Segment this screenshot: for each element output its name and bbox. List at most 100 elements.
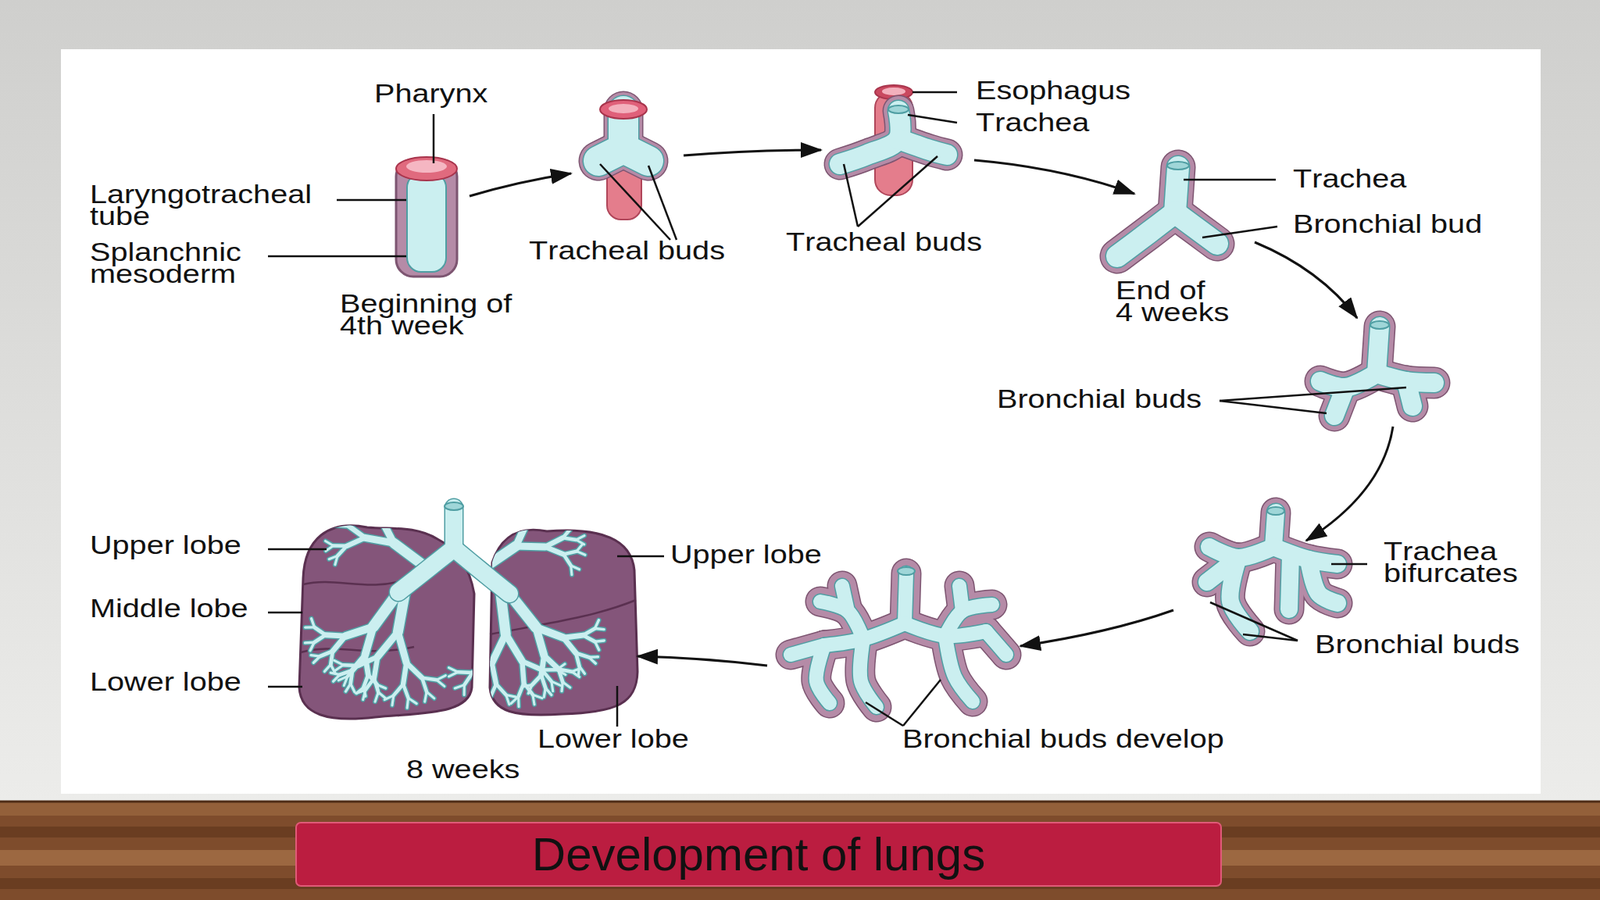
stage-illustration [1320,321,1435,416]
lung-fissure [300,646,415,653]
part-label: End of 4 weeks [1115,279,1231,324]
bronchus [407,697,408,708]
bronchus [538,480,541,490]
bronchus-edge [489,697,492,708]
bronchus-edge [563,637,576,654]
leader-line [1242,634,1298,641]
bronchus-edge [448,667,458,673]
endoderm-tube [1308,559,1338,604]
part-label: Middle lobe [89,597,249,620]
bronchus [378,497,381,518]
leader-line [267,548,327,551]
endoderm-edge [842,585,848,611]
bronchus-edge [403,684,409,699]
bronchial-tree [304,475,604,708]
bronchus [355,485,359,495]
bronchus [325,545,334,551]
bronchus-edge-layer [304,475,604,708]
endoderm-tube [1406,381,1413,407]
bronchus [545,546,565,555]
endoderm-edge [898,139,947,155]
splanchnic-mesoderm [1175,212,1218,244]
splanchnic-mesoderm [1289,554,1291,610]
bronchus-edge [521,660,524,683]
endoderm-edge [860,639,877,708]
bronchus [563,637,576,654]
bronchus [383,478,390,485]
leader-line [843,164,858,227]
stage-illustration [396,157,458,277]
bronchus-edge [472,662,493,673]
bronchus-edge [532,675,542,686]
stage-arrow [469,173,572,197]
bronchus [356,494,365,506]
bronchus [595,641,600,650]
bronchus-edge [528,509,546,520]
bronchus-edge [515,541,545,552]
pharynx-rim [396,157,458,181]
bronchus-edge [525,478,528,487]
stage-arrow [637,656,768,666]
bronchus-edge [335,525,349,526]
leader-line [267,685,303,689]
bronchus-edge [436,679,445,686]
bronchus-edge [374,678,379,693]
bronchus [393,684,404,696]
bronchus-edge [378,497,381,518]
bronchus-edge [563,551,577,555]
part-label: Esophagus [975,79,1131,102]
bronchus-edge [543,688,546,698]
bronchus [349,525,366,538]
bronchus-edge [348,490,358,495]
wall-background [0,0,1600,805]
bronchus-edge [397,632,407,663]
endoderm-tube [398,548,454,593]
bronchus-edge [482,697,490,705]
part-label: Splanchnic mesoderm [89,241,251,286]
bronchus-edge [325,540,334,546]
splanchnic-mesoderm [816,645,830,704]
endoderm-edge-layer [790,573,1007,708]
bronchus-edge [356,494,365,506]
bronchus-edge [314,635,326,643]
bronchus [448,667,458,673]
endoderm-tube [1229,557,1250,632]
bronchus [365,678,375,690]
bronchus [324,664,331,672]
bronchus [345,626,374,636]
bronchus [535,627,544,656]
title-banner [296,822,1222,886]
bronchus-edge [342,501,351,506]
bronchus [350,503,365,508]
bronchus [348,490,358,495]
leader-line [600,164,671,240]
bronchus [436,679,445,686]
part-label: Lower lobe [537,728,690,750]
bronchus [571,565,572,575]
bronchus-edge [489,684,497,698]
splanchnic-mesoderm-layer [1320,326,1435,416]
bronchus [571,518,575,528]
bronchus-edge [335,664,344,671]
bronchus [532,694,535,705]
bronchus-edge [576,551,586,556]
bronchus [378,484,384,497]
bronchus [492,662,497,684]
bronchus-edge [545,546,565,555]
endoderm-edge [904,573,907,624]
stage-arrow [1306,426,1393,541]
bronchus-edge [582,635,595,642]
pharynx-lumen [406,160,447,173]
splanchnic-mesoderm [898,139,947,155]
bronchus [338,676,348,681]
part-label: Beginning of 4th week [339,292,526,337]
splanchnic-mesoderm-layer [790,573,1007,708]
stage-arrows [469,150,1393,666]
splanchnic-mesoderm [1406,381,1413,407]
mesoderm-edge [816,645,830,704]
part-label: Bronchial bud [1292,213,1483,236]
bronchus-edge [425,692,427,703]
leader-line [1331,563,1368,566]
bronchus [528,509,546,520]
endoderm-edge-layer [398,507,510,594]
